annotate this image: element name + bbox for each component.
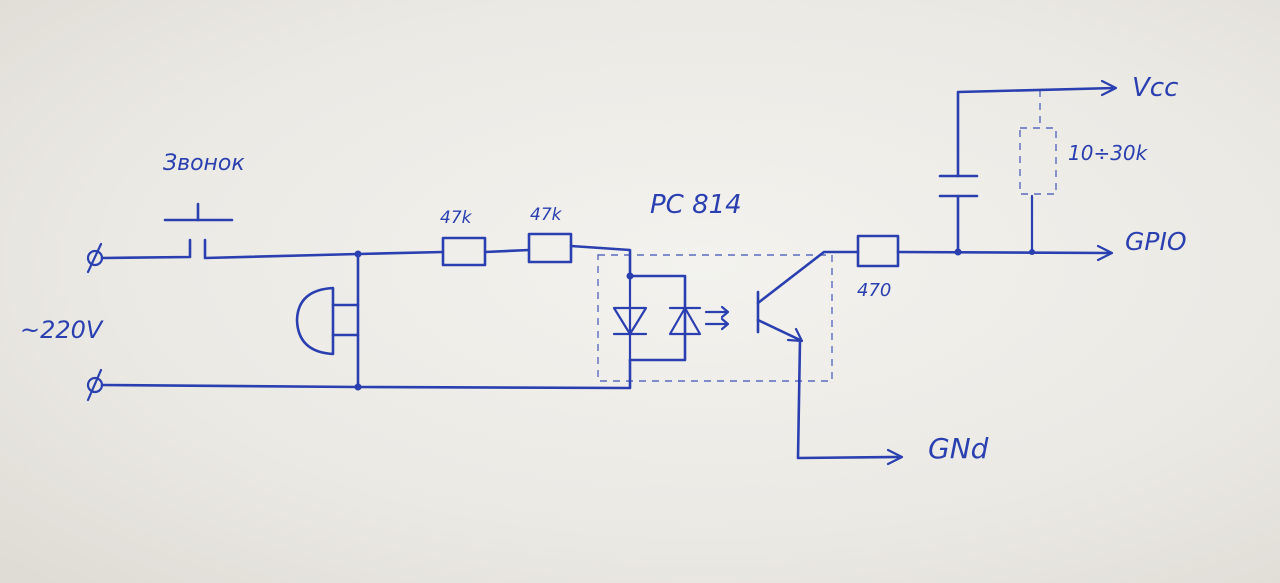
capacitor: [938, 86, 1117, 254]
optocoupler-label: PC 814: [650, 190, 742, 220]
pullup-resistor-dashed: [1019, 90, 1057, 255]
resistor-r2: [527, 232, 573, 264]
pullup-label: 10÷30k: [1068, 141, 1149, 165]
vcc-arrow-icon: [1100, 79, 1118, 97]
junction-dot: [354, 383, 362, 391]
wire-input-bottom: [100, 358, 632, 390]
wire-r1-r2: [483, 248, 531, 254]
terminal-top: [86, 242, 104, 274]
wire-input-top: [100, 238, 192, 260]
terminal-bottom: [86, 368, 104, 402]
resistor-r1: [441, 236, 487, 267]
resistor-r1-label: 47k: [440, 208, 473, 228]
phototransistor: [756, 250, 904, 466]
gpio-label: GPIO: [1125, 227, 1187, 256]
led-pair: [612, 272, 702, 362]
bell-icon: [295, 286, 360, 356]
wire-switch-out: [203, 238, 360, 260]
gpio-arrow-icon: [1096, 244, 1114, 262]
wire-gpio: [896, 250, 1112, 255]
light-arrows-icon: [704, 305, 730, 331]
optocoupler-outline: [597, 254, 833, 382]
push-switch: [163, 202, 234, 222]
mains-label: ~220V: [20, 316, 104, 344]
vcc-label: Vcc: [1132, 73, 1178, 103]
gnd-label: GNd: [928, 432, 989, 465]
resistor-r3: [856, 234, 900, 268]
wire-to-opto: [569, 244, 632, 278]
resistor-r3-label: 470: [857, 280, 891, 301]
switch-label: Звонок: [163, 151, 245, 176]
resistor-r2-label: 47k: [530, 205, 563, 225]
wire-to-r1: [356, 250, 445, 256]
